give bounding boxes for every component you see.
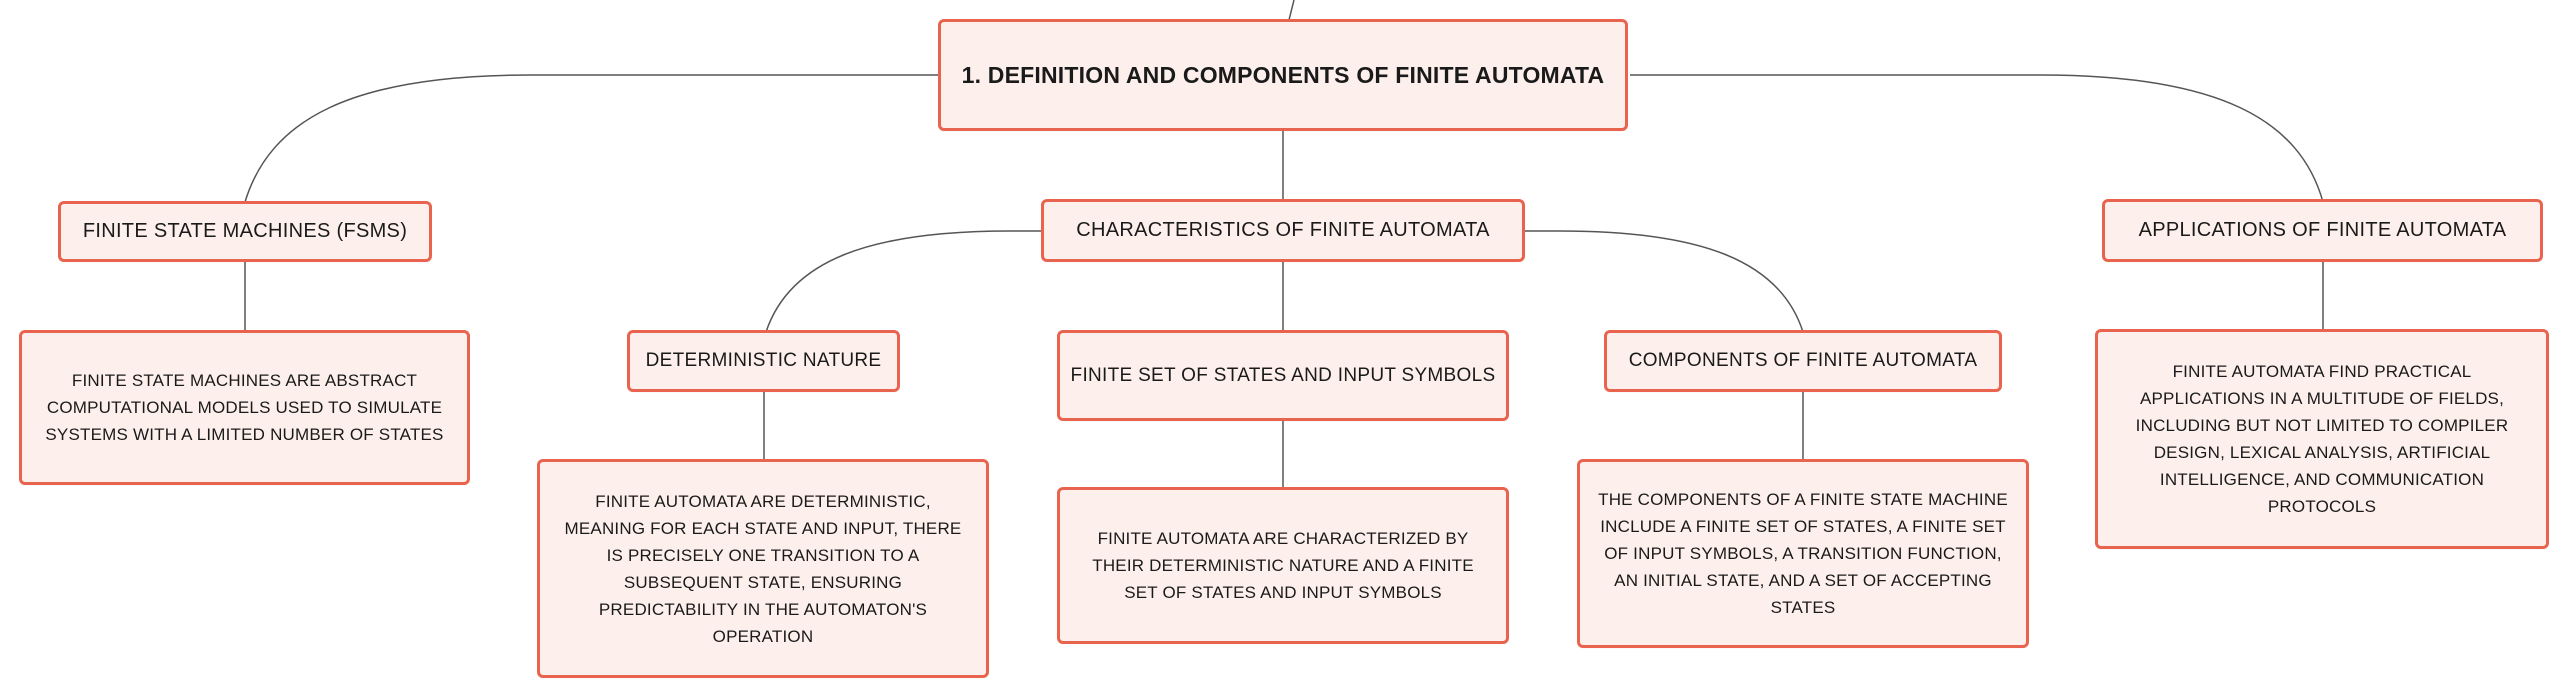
- subtopic-label: FINITE SET OF STATES AND INPUT SYMBOLS: [1070, 364, 1496, 386]
- connector-characteristics-deterministic: [765, 230, 1042, 333]
- subtopic-deterministic-nature[interactable]: DETERMINISTIC NATURE: [627, 330, 900, 392]
- detail-applications[interactable]: FINITE AUTOMATA FIND PRACTICAL APPLICATI…: [2095, 329, 2549, 549]
- topic-label: FINITE STATE MACHINES (FSMS): [82, 220, 408, 242]
- topic-finite-state-machines[interactable]: FINITE STATE MACHINES (FSMS): [58, 201, 432, 262]
- root-topic[interactable]: 1. DEFINITION AND COMPONENTS OF FINITE A…: [938, 19, 1628, 131]
- topic-label: CHARACTERISTICS OF FINITE AUTOMATA: [1076, 219, 1490, 241]
- topic-characteristics[interactable]: CHARACTERISTICS OF FINITE AUTOMATA: [1041, 199, 1525, 262]
- topic-label: APPLICATIONS OF FINITE AUTOMATA: [2138, 219, 2507, 241]
- detail-text: FINITE AUTOMATA FIND PRACTICAL APPLICATI…: [2135, 362, 2509, 516]
- detail-text: FINITE AUTOMATA ARE DETERMINISTIC, MEANI…: [564, 491, 962, 646]
- subtopic-components[interactable]: COMPONENTS OF FINITE AUTOMATA: [1604, 330, 2002, 392]
- detail-deterministic-nature[interactable]: FINITE AUTOMATA ARE DETERMINISTIC, MEANI…: [537, 459, 989, 678]
- detail-text: THE COMPONENTS OF A FINITE STATE MACHINE…: [1598, 490, 2008, 617]
- detail-finite-state-machines[interactable]: FINITE STATE MACHINES ARE ABSTRACT COMPU…: [19, 330, 470, 485]
- incoming-connector: [1288, 0, 1295, 21]
- detail-finite-set[interactable]: FINITE AUTOMATA ARE CHARACTERIZED BY THE…: [1057, 487, 1509, 644]
- detail-components[interactable]: THE COMPONENTS OF A FINITE STATE MACHINE…: [1577, 459, 2029, 648]
- connector-root-applications: [1630, 74, 2324, 203]
- topic-applications[interactable]: APPLICATIONS OF FINITE AUTOMATA: [2102, 199, 2543, 262]
- subtopic-finite-set[interactable]: FINITE SET OF STATES AND INPUT SYMBOLS: [1057, 330, 1509, 421]
- connector-root-fsm: [244, 74, 940, 203]
- detail-text: FINITE AUTOMATA ARE CHARACTERIZED BY THE…: [1092, 529, 1474, 602]
- subtopic-label: COMPONENTS OF FINITE AUTOMATA: [1628, 350, 1978, 371]
- subtopic-label: DETERMINISTIC NATURE: [645, 350, 882, 371]
- root-topic-label: 1. DEFINITION AND COMPONENTS OF FINITE A…: [961, 61, 1605, 88]
- detail-text: FINITE STATE MACHINES ARE ABSTRACT COMPU…: [45, 371, 444, 444]
- connector-characteristics-components: [1524, 230, 1804, 333]
